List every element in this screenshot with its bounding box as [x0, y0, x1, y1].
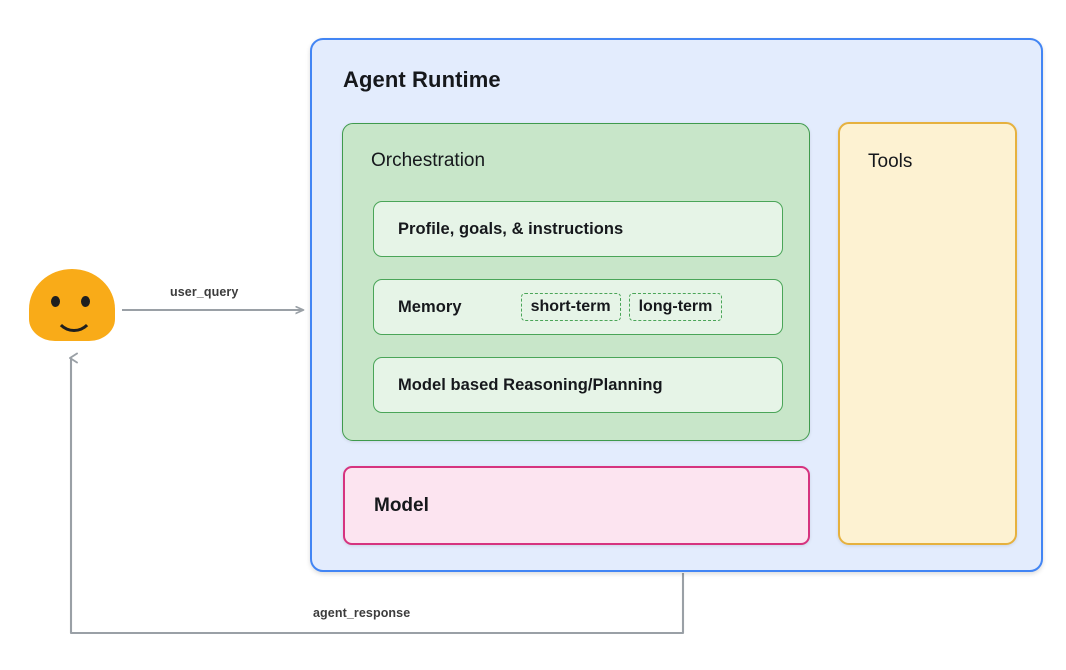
orchestration-title: Orchestration — [371, 150, 486, 171]
memory-chip-short-term: short-term — [520, 292, 621, 322]
orchestration-box: Orchestration Profile, goals, & instruct… — [342, 123, 810, 441]
edge-label-user-query: user_query — [170, 285, 239, 299]
tools-box: Tools — [838, 122, 1017, 545]
smiley-face-icon — [29, 269, 115, 341]
agent-runtime-title: Agent Runtime — [343, 67, 501, 92]
agent-runtime-box: Agent Runtime Orchestration Profile, goa… — [310, 38, 1043, 572]
orchestration-row-reasoning: Model based Reasoning/Planning — [373, 357, 783, 413]
memory-chip-group: short-term long-term — [520, 292, 723, 322]
model-box: Model — [343, 466, 810, 545]
orchestration-row-reasoning-label: Model based Reasoning/Planning — [398, 375, 663, 394]
memory-chip-long-term: long-term — [628, 292, 723, 322]
orchestration-row-profile-label: Profile, goals, & instructions — [398, 219, 624, 238]
tools-title: Tools — [868, 151, 913, 172]
orchestration-row-profile: Profile, goals, & instructions — [373, 201, 783, 257]
model-title: Model — [374, 494, 429, 516]
orchestration-row-memory: Memory short-term long-term — [373, 279, 783, 335]
edge-label-agent-response: agent_response — [313, 606, 411, 620]
avatar-eye-right — [81, 296, 90, 307]
avatar-smile — [54, 309, 94, 332]
user-avatar — [29, 269, 115, 341]
orchestration-row-memory-label: Memory — [398, 297, 462, 316]
avatar-eye-left — [51, 296, 60, 307]
